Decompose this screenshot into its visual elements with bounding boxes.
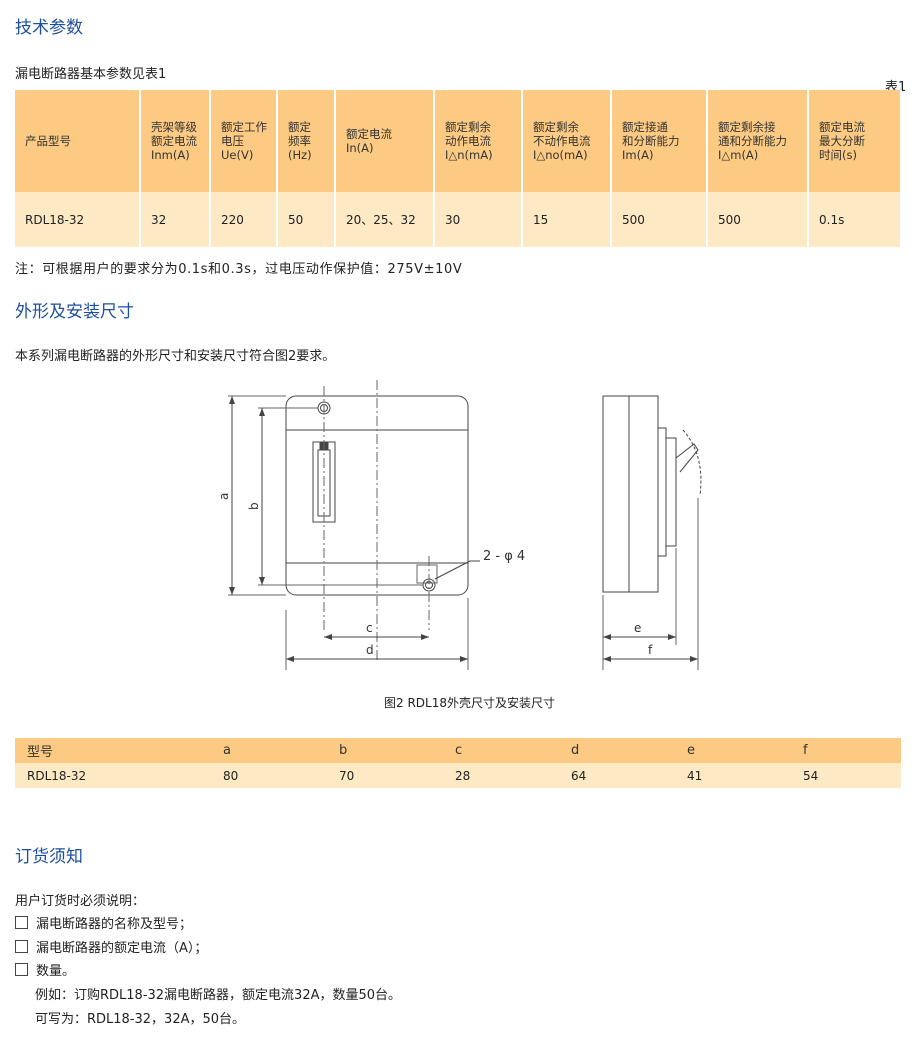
order-item-label: 数量。 [36,964,76,979]
table-cell: 32 [140,192,211,247]
front-view-outline [285,395,469,596]
label-c: c [366,621,373,635]
table-cell: 500 [611,192,708,247]
column-header: e [675,738,791,763]
dimensions-intro: 本系列漏电断路器的外形尺寸和安装尺寸符合图2要求。 [15,349,336,364]
column-header: d [559,738,675,763]
ordering-intro: 用户订货时必须说明： [15,894,146,909]
table-cell: 41 [675,763,791,788]
table-cell: 54 [791,763,901,788]
table1-intro: 漏电断路器基本参数见表1 [15,67,167,82]
order-item-2: 漏电断路器的额定电流（A）； [15,937,207,956]
section-title-dimensions: 外形及安装尺寸 [15,302,134,322]
table-cell: 15 [522,192,612,247]
params-note: 注：可根据用户的要求分为0.1s和0.3s，过电压动作保护值：275V±10V [15,262,463,277]
table-cell: 220 [210,192,278,247]
figure-caption: 图2 RDL18外壳尺寸及安装尺寸 [384,696,555,710]
hole-label: 2 - φ 4 [483,549,525,564]
dimension-drawing: a b c d 2 - φ 4 e f [217,380,702,670]
column-header: f [791,738,901,763]
checkbox-icon [15,940,28,953]
column-header: c [443,738,559,763]
order-example: 例如：订购RDL18-32漏电断路器，额定电流32A，数量50台。 [35,988,402,1003]
column-header: 产品型号 [15,90,141,192]
label-e: e [634,621,641,635]
order-item-label: 漏电断路器的额定电流（A）； [36,941,208,956]
order-write-as: 可写为：RDL18-32，32A，50台。 [35,1012,246,1027]
table-cell: 64 [559,763,675,788]
table-cell: 500 [707,192,809,247]
label-d: d [366,643,374,657]
column-header: 型号 [15,738,211,763]
table-cell: 0.1s [808,192,902,247]
table-cell: RDL18-32 [15,192,141,247]
table-cell: 28 [443,763,559,788]
section-title-ordering: 订货须知 [15,847,83,867]
side-view-outline [602,395,702,670]
checkbox-icon [15,963,28,976]
label-f: f [648,643,653,657]
label-a: a [217,493,231,500]
table-cell: 30 [434,192,523,247]
table-cell: 70 [327,763,443,788]
column-header: 额定频率(Hz) [277,90,336,192]
column-header: 额定电流最大分断时间(s) [808,90,902,192]
checkbox-icon [15,916,28,929]
section-title-tech-params: 技术参数 [15,18,83,38]
label-b: b [247,502,261,510]
table-cell: RDL18-32 [15,763,211,788]
column-header: b [327,738,443,763]
table-cell: 80 [211,763,327,788]
order-item-label: 漏电断路器的名称及型号； [36,917,193,932]
order-item-1: 漏电断路器的名称及型号； [15,913,192,932]
column-header: a [211,738,327,763]
order-item-3: 数量。 [15,960,75,979]
table-cell: 50 [277,192,336,247]
table-cell: 20、25、32 [335,192,435,247]
